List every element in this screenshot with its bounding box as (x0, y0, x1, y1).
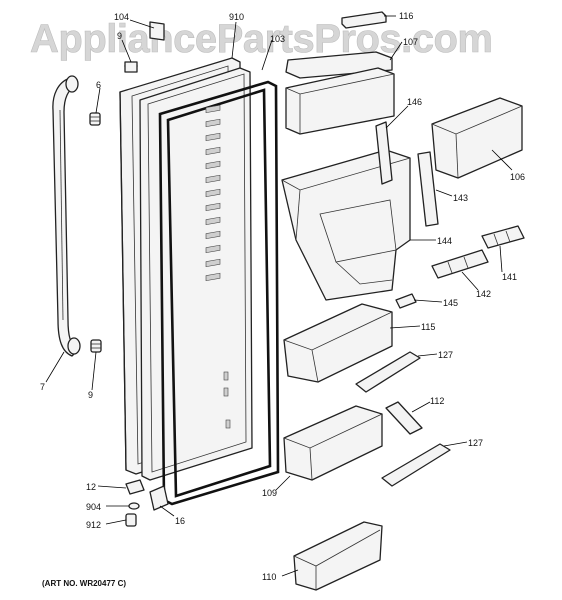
callout-912: 912 (86, 520, 101, 530)
callout-12: 12 (86, 482, 96, 492)
callout-146: 146 (407, 97, 422, 107)
callout-103: 103 (270, 34, 285, 44)
door-top-bracket (149, 21, 165, 41)
callout-7: 7 (40, 382, 45, 392)
callout-110: 110 (262, 572, 276, 582)
callout-112: 112 (430, 396, 444, 406)
watermark-text: AppliancePartsPros.com (30, 17, 493, 61)
callout-127-upper: 127 (438, 350, 453, 360)
bin-front-127-lower (381, 443, 451, 487)
door-hinge-bushing (124, 61, 138, 73)
callout-145: 145 (443, 298, 458, 308)
callout-142: 142 (476, 289, 491, 299)
storage-bin-assembly-144 (281, 149, 411, 301)
bin-guide-146 (375, 121, 393, 185)
callout-16: 16 (175, 516, 185, 526)
callout-107: 107 (403, 37, 418, 47)
shelf-clip-141 (481, 225, 525, 249)
callout-143: 143 (453, 193, 468, 203)
callout-9-top: 9 (117, 31, 122, 41)
top-handle-116 (341, 11, 387, 29)
bushing-912 (125, 513, 137, 527)
callout-115: 115 (421, 322, 435, 332)
callout-910: 910 (229, 12, 244, 22)
callout-116: 116 (399, 11, 413, 21)
handle-screw-bottom (90, 339, 102, 353)
callout-904: 904 (86, 502, 101, 512)
handle-screw-top (89, 112, 101, 126)
washer-904 (128, 502, 140, 510)
door-handle (52, 75, 81, 357)
shelf-clip-142 (431, 249, 489, 279)
callout-9-bottom: 9 (88, 390, 93, 400)
callout-141: 141 (502, 272, 517, 282)
callout-109: 109 (262, 488, 277, 498)
callout-labels: 104 910 116 9 103 107 6 146 106 143 144 … (40, 11, 525, 582)
callout-144: 144 (437, 236, 452, 246)
callout-106: 106 (510, 172, 525, 182)
leader-lines (45, 15, 513, 577)
callout-104: 104 (114, 12, 129, 22)
panel-112 (385, 401, 423, 435)
callout-6: 6 (96, 80, 101, 90)
hinge-pin-12 (125, 479, 145, 495)
liner-shelf-ribs (205, 104, 231, 429)
bin-front-127-upper (355, 351, 421, 393)
side-rail-143 (417, 151, 439, 227)
door-bin-115 (283, 303, 393, 383)
callout-127-lower: 127 (468, 438, 483, 448)
door-bin-109 (283, 405, 383, 481)
door-bin-110 (293, 521, 383, 591)
door-liner (139, 67, 253, 481)
upper-dairy-bin (285, 67, 395, 135)
hinge-cover-16 (149, 485, 169, 511)
latch-145 (395, 293, 417, 309)
art-number: (ART NO. WR20477 C) (42, 579, 126, 588)
